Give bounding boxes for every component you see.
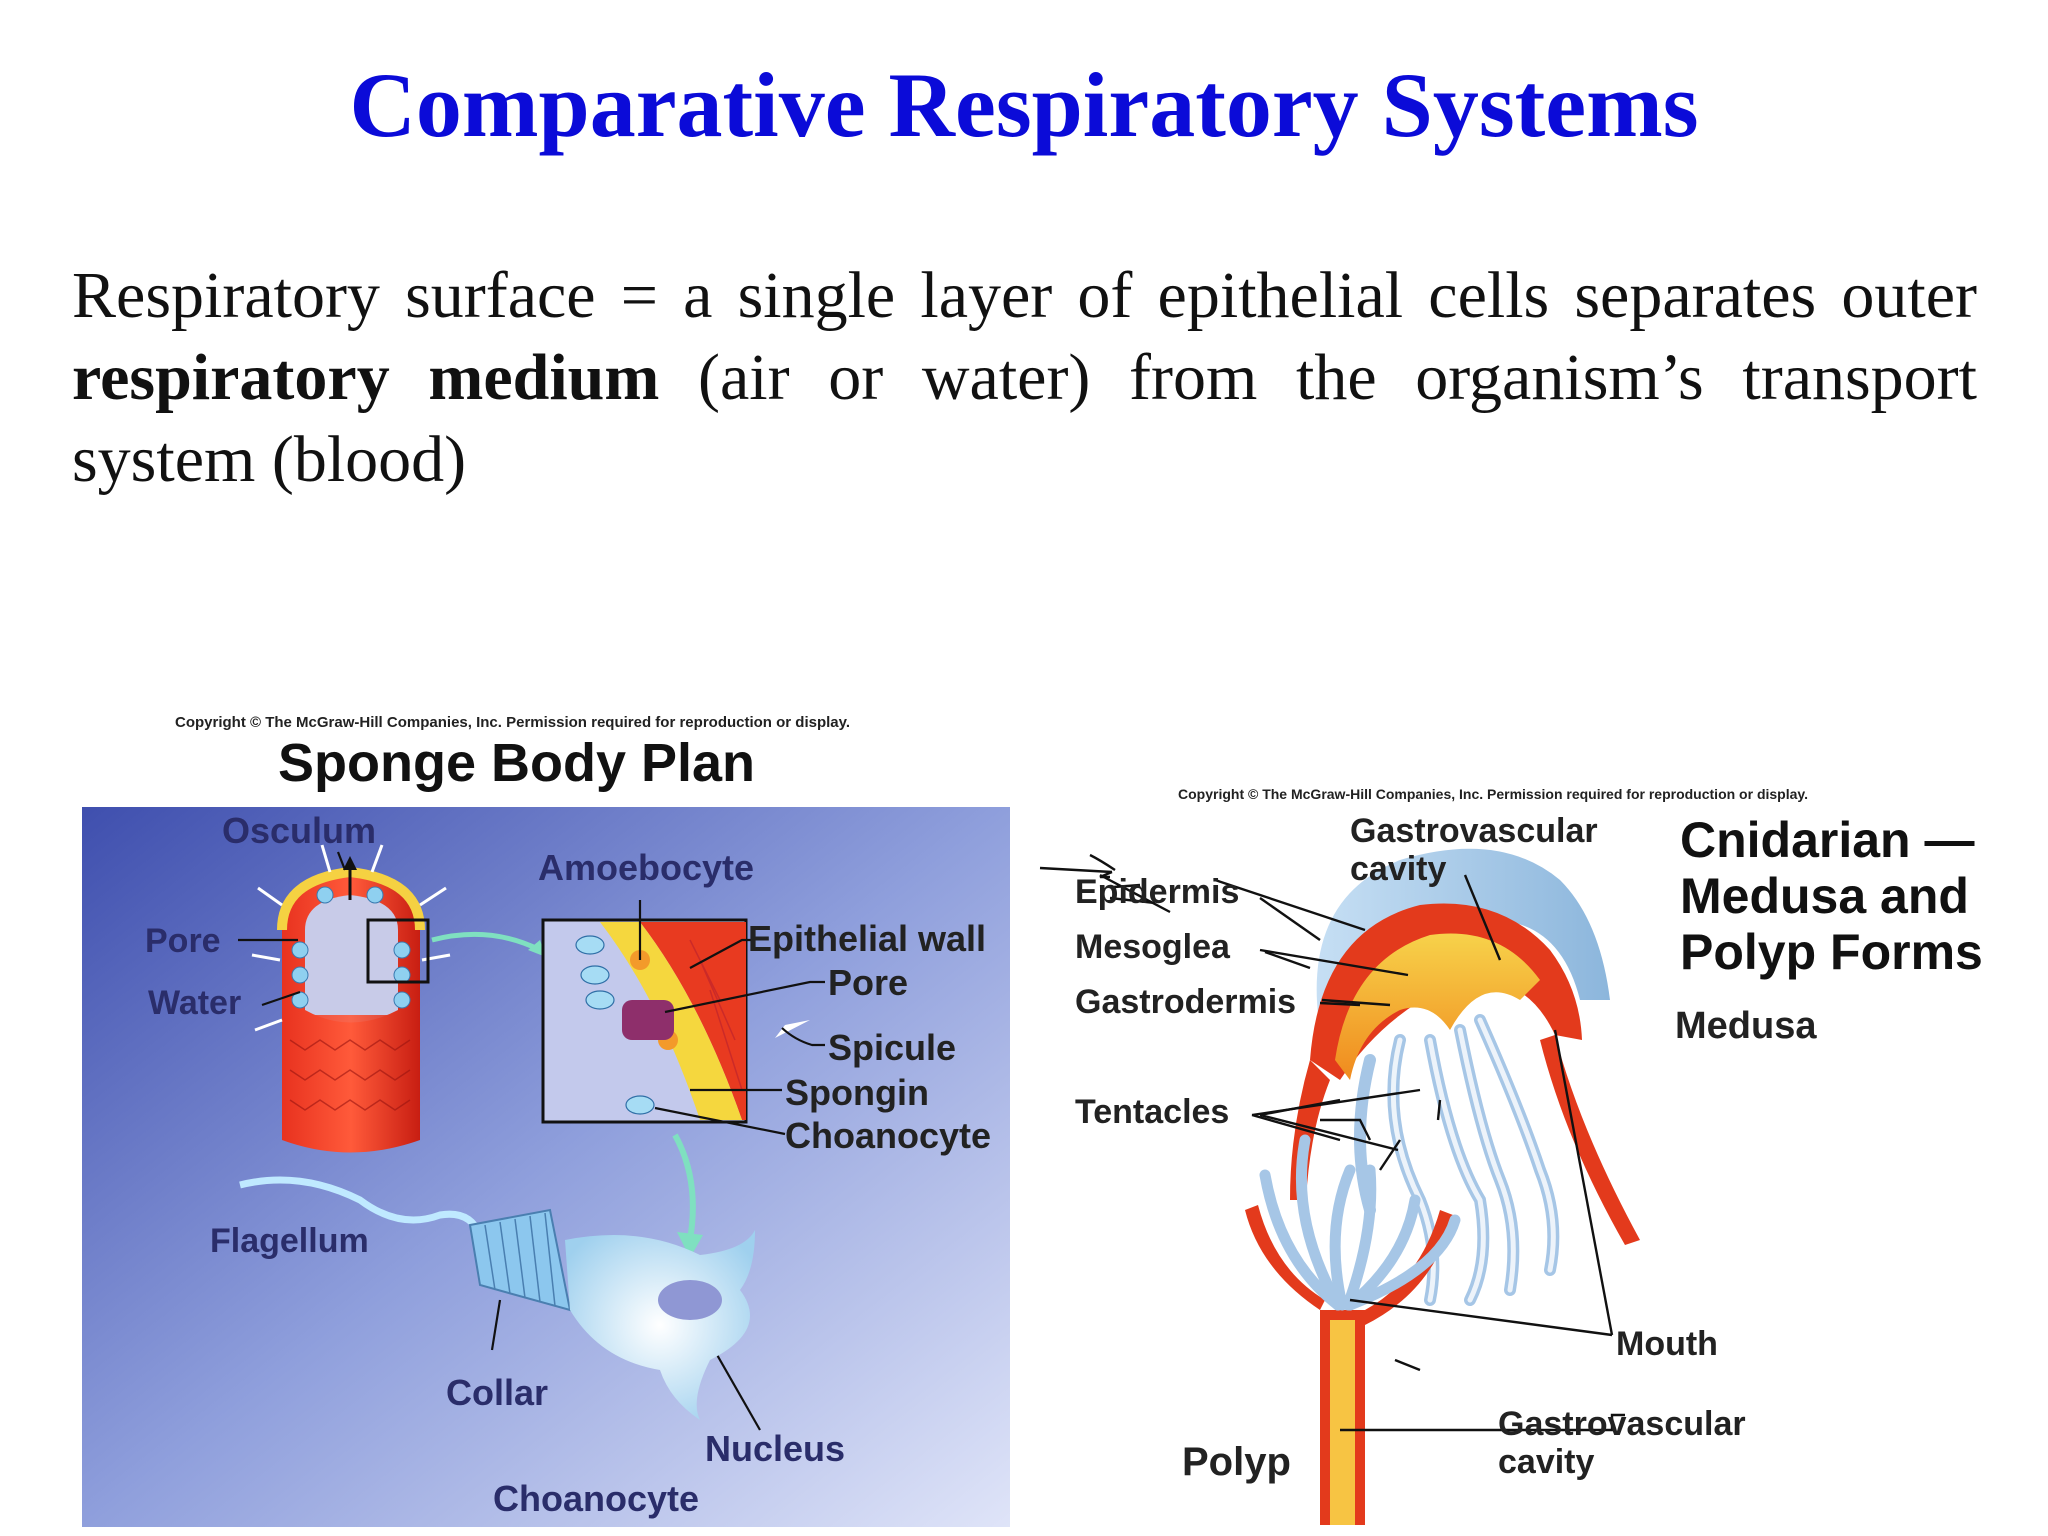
polyp-body bbox=[1245, 1205, 1453, 1525]
cnidarian-title: Cnidarian — Medusa and Polyp Forms bbox=[1680, 812, 1983, 980]
cnidarian-title-line1: Cnidarian — bbox=[1680, 812, 1975, 868]
cnidarian-leader-lines bbox=[1039, 853, 1625, 1432]
cnidarian-copyright: Copyright © The McGraw-Hill Companies, I… bbox=[1178, 786, 1809, 802]
choanocyte-cell bbox=[239, 1176, 755, 1420]
cnidarian-illustration bbox=[1039, 848, 1640, 1525]
label-spongin: Spongin bbox=[785, 1072, 929, 1113]
sponge-leader-lines bbox=[238, 851, 825, 1431]
sponge-body bbox=[251, 844, 451, 1153]
slide-body-text: Respiratory surface = a single layer of … bbox=[72, 255, 1977, 501]
sponge-wall-detail bbox=[575, 922, 746, 1120]
label-choanocyte-caption: Choanocyte bbox=[493, 1478, 700, 1519]
label-epithelial-wall: Epithelial wall bbox=[748, 918, 987, 959]
label-gastrovascular2-line2: cavity bbox=[1498, 1443, 1595, 1481]
label-choanocyte-detail: Choanocyte bbox=[785, 1115, 992, 1156]
label-mesoglea: Mesoglea bbox=[1075, 928, 1230, 966]
label-gastrovascular-line1: Gastrovascular bbox=[1350, 812, 1598, 850]
label-osculum: Osculum bbox=[222, 810, 377, 851]
label-pore: Pore bbox=[145, 922, 221, 960]
label-tentacles: Tentacles bbox=[1075, 1093, 1230, 1131]
label-gastrovascular-cavity-bottom: Gastrovascular cavity bbox=[1498, 1405, 1746, 1481]
label-polyp: Polyp bbox=[1182, 1440, 1291, 1484]
label-epidermis: Epidermis bbox=[1075, 873, 1240, 911]
label-pore-detail: Pore bbox=[828, 962, 909, 1003]
slide-title: Comparative Respiratory Systems bbox=[349, 54, 1699, 156]
label-gastrodermis: Gastrodermis bbox=[1075, 983, 1297, 1021]
label-gastrovascular-line2: cavity bbox=[1350, 850, 1447, 888]
cnidarian-title-line3: Polyp Forms bbox=[1680, 924, 1983, 980]
label-spicule: Spicule bbox=[828, 1027, 957, 1068]
sponge-copyright: Copyright © The McGraw-Hill Companies, I… bbox=[175, 714, 851, 731]
sponge-figure: Copyright © The McGraw-Hill Companies, I… bbox=[0, 0, 1020, 1536]
body-text-part2: (air or water) from the organism’s trans… bbox=[72, 341, 1977, 496]
label-gastrovascular2-line1: Gastrovascular bbox=[1498, 1405, 1746, 1443]
label-gastrovascular-cavity-top: Gastrovascular cavity bbox=[1350, 812, 1598, 888]
label-mouth: Mouth bbox=[1616, 1325, 1718, 1363]
label-amoebocyte: Amoebocyte bbox=[538, 847, 755, 888]
label-medusa: Medusa bbox=[1675, 1005, 1817, 1047]
sponge-panel-background bbox=[82, 807, 1010, 1527]
label-collar: Collar bbox=[446, 1372, 549, 1413]
body-text-bold-term: respiratory medium bbox=[72, 341, 660, 414]
body-text-part1: Respiratory surface = a single layer of … bbox=[72, 259, 1977, 332]
label-flagellum: Flagellum bbox=[210, 1222, 369, 1260]
polyp-tentacles bbox=[1259, 1134, 1461, 1311]
cnidarian-figure: Copyright © The McGraw-Hill Companies, I… bbox=[1020, 0, 2048, 1536]
label-water: Water bbox=[148, 984, 242, 1022]
cnidarian-title-line2: Medusa and bbox=[1680, 868, 1969, 924]
sponge-illustration bbox=[82, 807, 1010, 1527]
sponge-title: Sponge Body Plan bbox=[278, 733, 756, 793]
label-nucleus: Nucleus bbox=[705, 1428, 846, 1469]
